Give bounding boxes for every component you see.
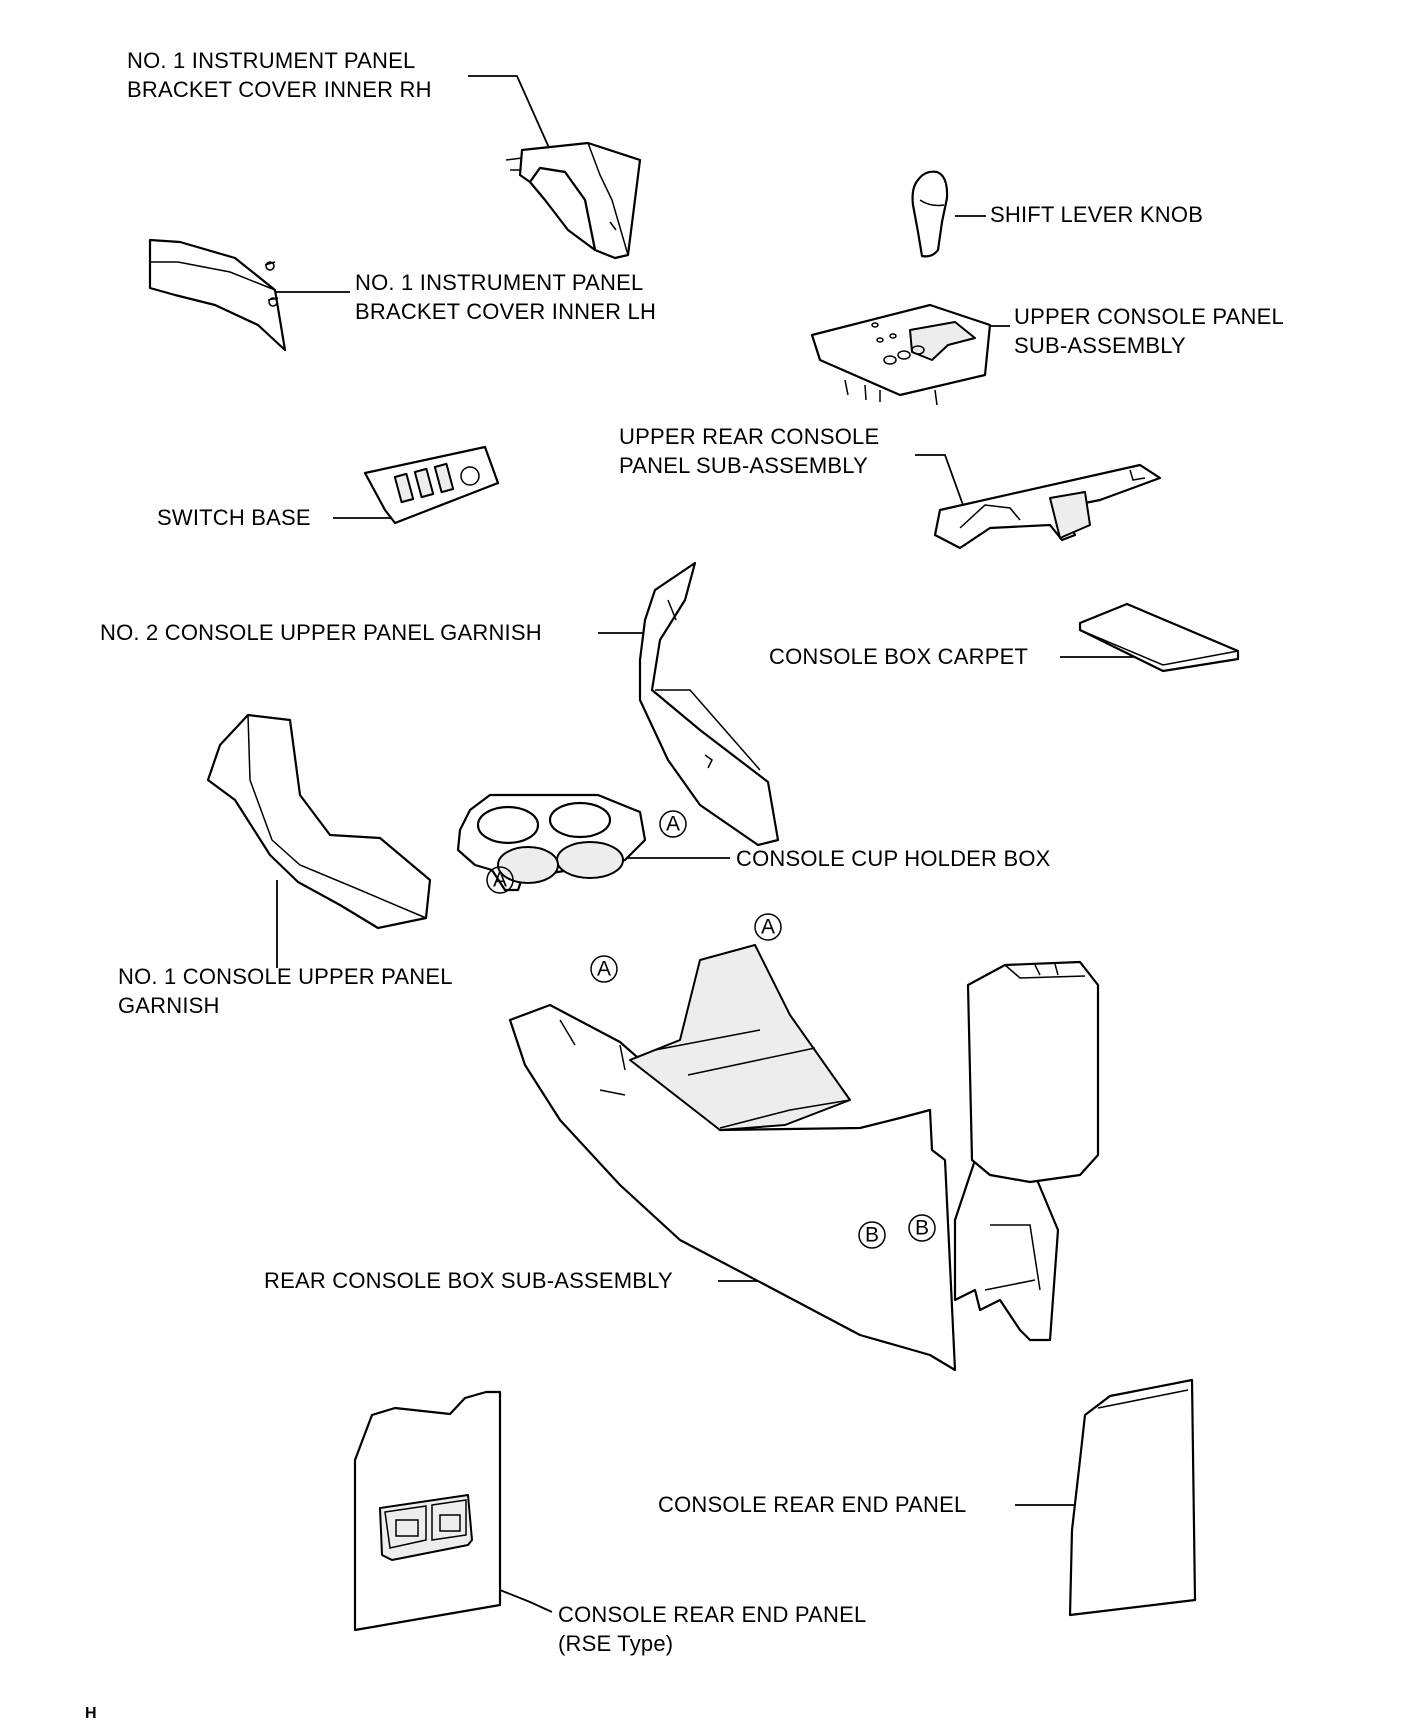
upper-console-panel-drawing [810,303,992,406]
svg-text:B: B [865,1224,879,1247]
marker-a-cupholder-right: A [659,810,687,838]
label-shift-lever-knob: SHIFT LEVER KNOB [990,202,1203,227]
switch-base-drawing [363,445,500,525]
label-console-rear-end-panel: CONSOLE REAR END PANEL [658,1492,966,1517]
bracket-cover-lh-drawing [148,238,287,352]
console-box-carpet-drawing [1078,602,1240,673]
console-rear-end-panel-rse-drawing [353,1390,502,1632]
svg-text:B: B [915,1217,929,1240]
label-console-cup-holder-box: CONSOLE CUP HOLDER BOX [736,846,1051,871]
marker-a-cupholder-left: A [486,866,514,894]
no1-garnish-drawing [206,713,432,930]
marker-a-console-left: A [590,955,618,983]
leader-lines [272,75,1138,1613]
label-rear-console-box: REAR CONSOLE BOX SUB-ASSEMBLY [264,1268,673,1293]
bracket-cover-rh-drawing [505,141,642,260]
corner-code: H [85,1705,97,1722]
label-console-rear-end-panel-rse: CONSOLE REAR END PANEL(RSE Type) [558,1602,866,1656]
console-rear-end-panel-drawing [1068,1378,1197,1617]
label-switch-base: SWITCH BASE [157,505,311,530]
rear-console-box-drawing [508,944,1100,1372]
svg-text:A: A [597,958,611,981]
shift-lever-knob-drawing [911,170,949,258]
label-console-box-carpet: CONSOLE BOX CARPET [769,644,1028,669]
svg-text:A: A [761,916,775,939]
marker-b-left: B [858,1221,886,1249]
svg-text:A: A [493,869,507,892]
marker-a-console-right: A [754,913,782,941]
no2-garnish-drawing [638,561,780,847]
upper-rear-console-panel-drawing [933,463,1162,550]
cup-holder-box-drawing [456,793,647,892]
marker-b-right: B [908,1214,936,1242]
svg-text:A: A [666,813,680,836]
label-no2-console-upper-panel-garnish: NO. 2 CONSOLE UPPER PANEL GARNISH [100,620,542,645]
